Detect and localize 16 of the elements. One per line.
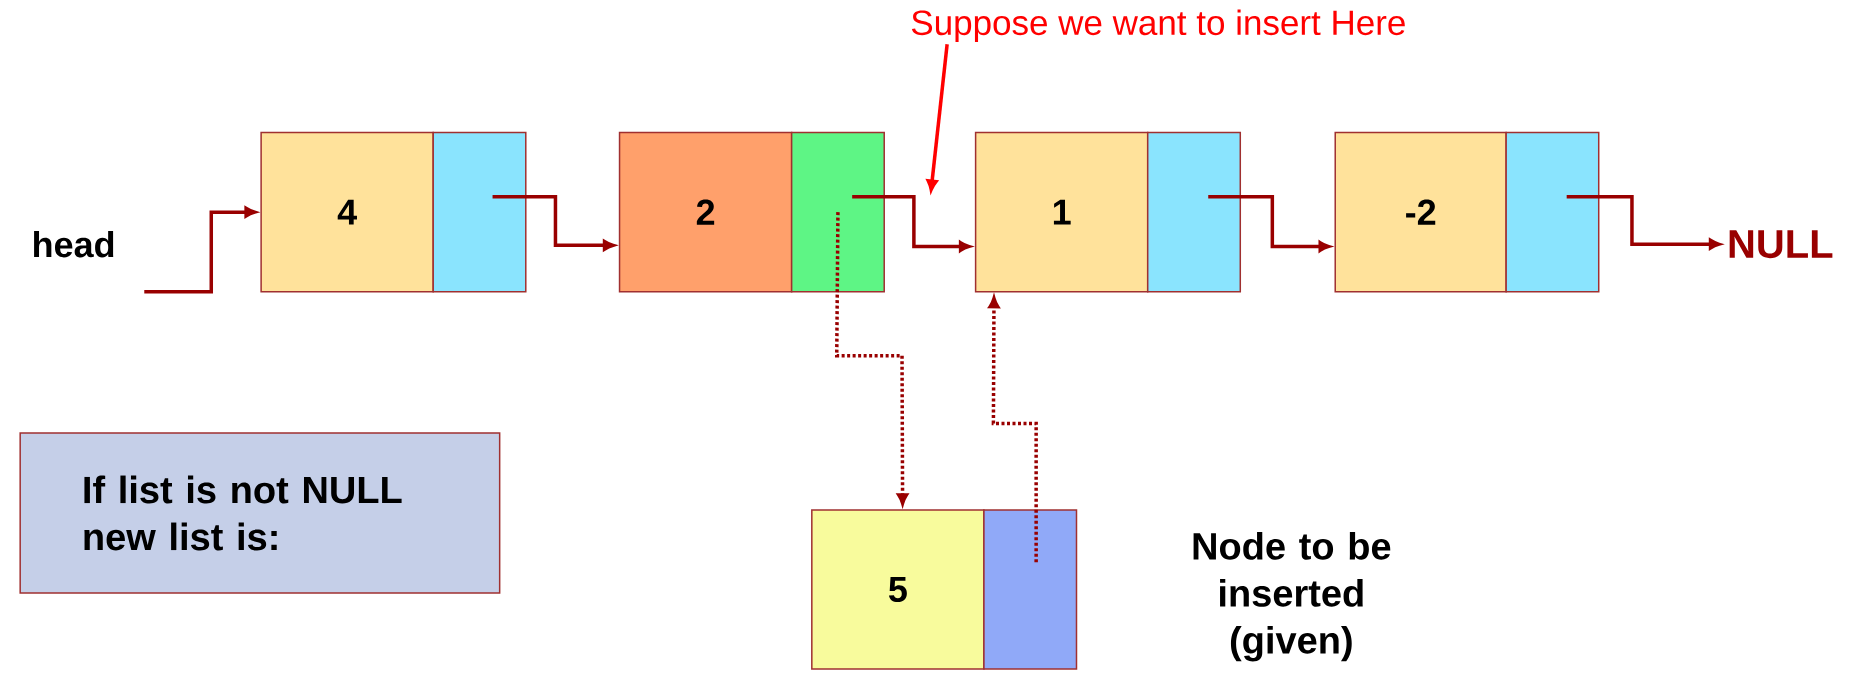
pointer-cell — [790, 131, 885, 293]
pointer-cell — [1146, 131, 1242, 293]
annotation-text: Suppose we want to insert Here — [911, 9, 1405, 43]
data-cell: 1 — [974, 131, 1149, 293]
caption-text: Node to be inserted (given) — [1193, 531, 1391, 662]
data-cell: 2 — [618, 131, 793, 293]
data-cell: 5 — [811, 509, 985, 670]
arrow — [144, 206, 257, 294]
head-label: head — [34, 230, 114, 258]
note-box: If list is not NULL new list is: — [19, 432, 501, 594]
null-label: NULL — [1729, 230, 1833, 259]
pointer-cell — [983, 509, 1078, 670]
pointer-cell — [432, 131, 527, 293]
pointer-cell — [1505, 131, 1600, 293]
data-cell: 4 — [260, 131, 434, 293]
data-cell: -2 — [1334, 131, 1507, 293]
